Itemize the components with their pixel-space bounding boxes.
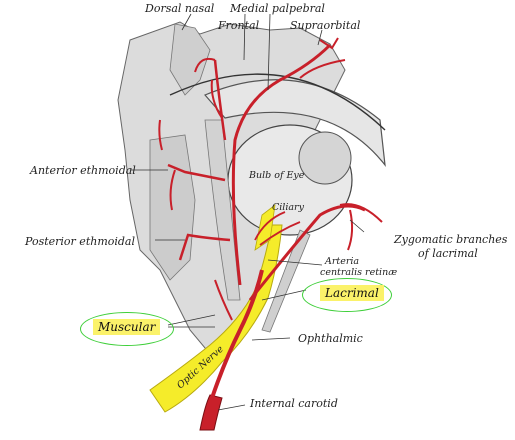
label-anterior-ethmoidal: Anterior ethmoidal	[30, 164, 136, 177]
medial-palpebral-artery	[210, 79, 223, 119]
rectus-muscle	[204, 119, 241, 301]
label-bulb-of-eye: Bulb of Eye	[249, 170, 305, 181]
oblique-muscle	[261, 229, 311, 333]
anterior-ethmoidal-artery	[167, 163, 226, 182]
lacrimal-artery	[248, 204, 366, 301]
dorsal-nasal-artery	[194, 57, 216, 73]
optic-nerve	[149, 224, 283, 413]
label-dorsal-nasal: Dorsal nasal	[145, 2, 215, 15]
muscular-highlight-ring	[80, 312, 174, 346]
label-ciliary: Ciliary	[272, 202, 304, 213]
internal-carotid-artery	[199, 394, 223, 431]
posterior-ethmoidal-artery	[178, 233, 231, 261]
label-muscular: Muscular	[93, 319, 161, 335]
muscular-artery	[214, 279, 233, 321]
lacrimal-gland	[298, 131, 352, 185]
zygomatic-branch-1	[339, 203, 383, 223]
lacrimal-highlight-ring	[302, 278, 392, 312]
supraorbital-branch	[299, 59, 346, 79]
orbital-roof	[204, 79, 386, 168]
supraorbital-tip	[319, 37, 339, 50]
label-frontal: Frontal	[218, 19, 260, 32]
supraorbital-artery	[231, 43, 332, 286]
label-lacrimal: Lacrimal	[320, 285, 384, 301]
nasal-arteries-top	[158, 119, 163, 151]
label-arteria-line1: Arteria	[325, 256, 360, 267]
label-zygomatic-branches-line1: Zygomatic branches	[394, 233, 508, 246]
nasal-bone	[169, 23, 211, 96]
label-supraorbital: Supraorbital	[290, 19, 361, 32]
ciliary-arteries	[254, 211, 301, 246]
label-medial-palpebral: Medial palpebral	[230, 2, 325, 15]
label-arteria-line2: centralis retinæ	[320, 267, 398, 278]
zygomatic-branch-2	[347, 209, 354, 251]
label-ophthalmic: Ophthalmic	[298, 332, 363, 345]
ophthalmic-artery	[210, 269, 264, 399]
leader-lines	[130, 13, 365, 411]
anterior-ethmoidal-branch	[169, 169, 176, 211]
label-zygomatic-branches-line2: of lacrimal	[418, 247, 478, 260]
frontal-artery	[213, 59, 227, 141]
label-posterior-ethmoidal: Posterior ethmoidal	[25, 235, 136, 248]
label-internal-carotid: Internal carotid	[250, 397, 338, 410]
orbital-rim	[169, 73, 386, 131]
